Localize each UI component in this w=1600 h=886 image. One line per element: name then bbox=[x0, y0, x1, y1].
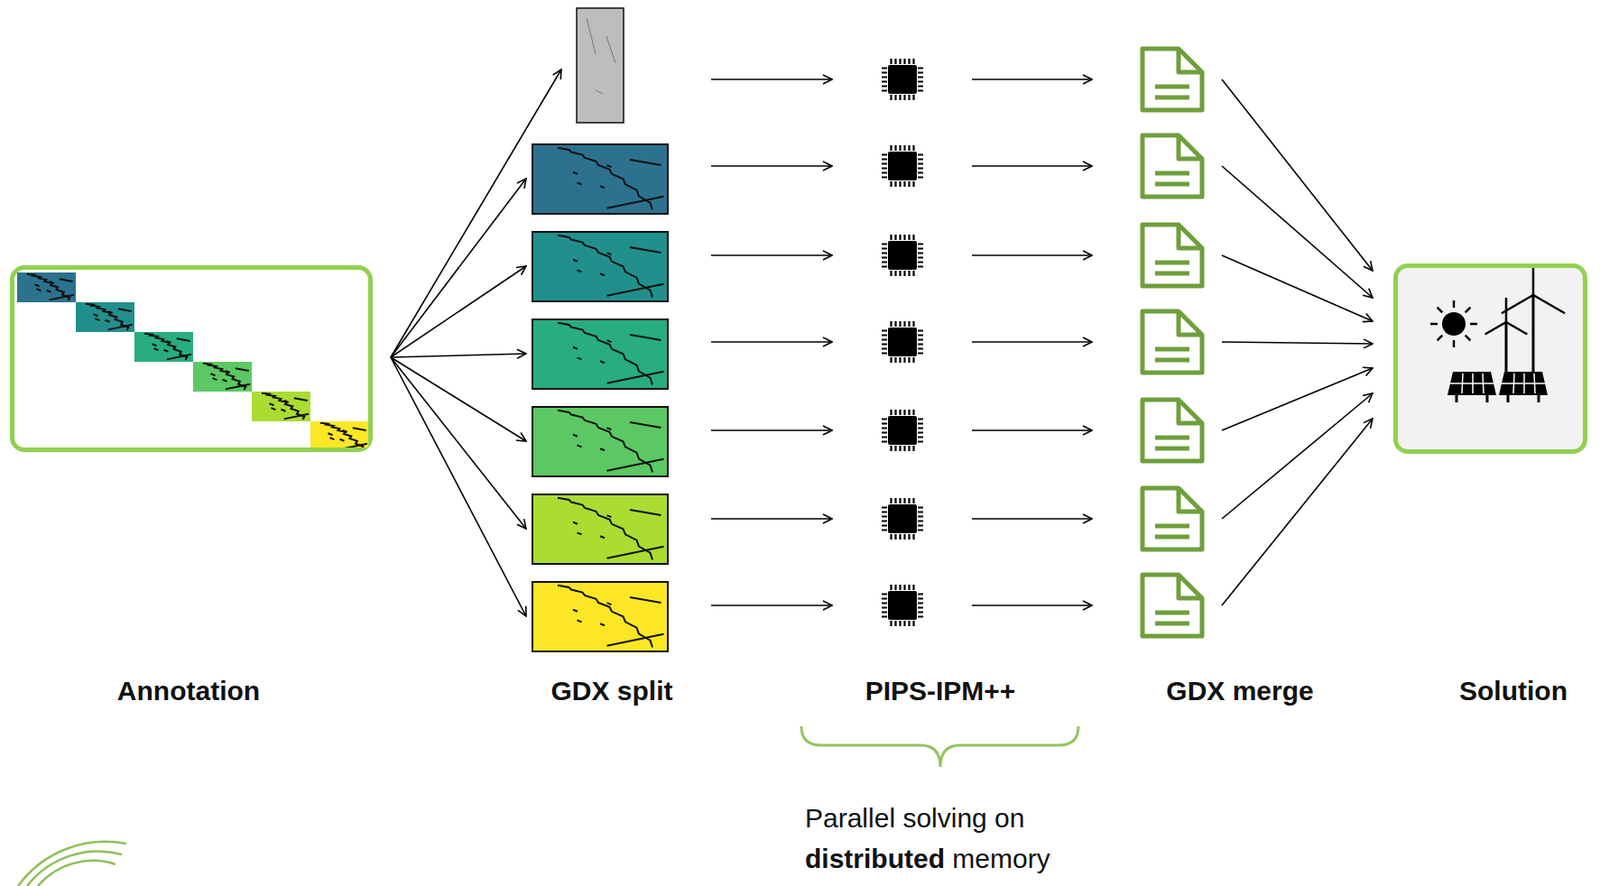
flow-arrows bbox=[390, 69, 1373, 617]
column-heading: GDX split bbox=[550, 675, 673, 707]
column-heading: GDX merge bbox=[1165, 675, 1314, 707]
brace-note: Parallel solving on distributed memory bbox=[804, 797, 1076, 879]
column-heading: PIPS-IPM++ bbox=[865, 675, 1017, 707]
logo-arcs bbox=[18, 841, 127, 886]
solution-box: Solution bbox=[1393, 263, 1588, 454]
gdx-file-icons bbox=[1142, 48, 1203, 637]
gdx-split-blocks bbox=[532, 8, 668, 652]
column-heading: Solution bbox=[1459, 675, 1568, 707]
renewables-icon bbox=[1397, 268, 1583, 450]
curly-brace bbox=[801, 726, 1079, 768]
block-matrix-picture bbox=[14, 269, 369, 448]
column-heading: Annotation bbox=[117, 675, 260, 707]
annotation-box: Annotation bbox=[9, 265, 373, 453]
chip-icons bbox=[881, 58, 924, 627]
